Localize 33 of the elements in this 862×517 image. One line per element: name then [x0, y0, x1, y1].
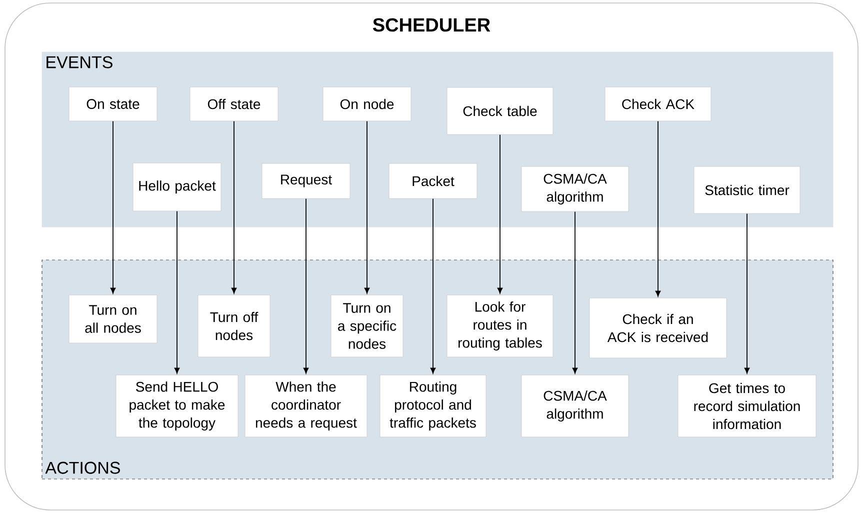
action-box: Check if an ACK is received [589, 298, 727, 358]
arrow [110, 120, 116, 294]
action-box: Look for routes in routing tables [446, 294, 554, 358]
action-box: Turn off nodes [198, 294, 270, 358]
band-label: EVENTS [46, 56, 112, 68]
event-box: Packet [388, 163, 478, 199]
arrow [364, 120, 370, 294]
event-box: Statistic timer [694, 166, 800, 214]
event-box: Check table [446, 87, 554, 135]
action-box: Get times to record simulation information [678, 374, 816, 438]
action-box: Turn on all nodes [68, 294, 158, 344]
event-box: On state [68, 86, 158, 122]
action-box: When the coordinator needs a request [244, 374, 368, 438]
action-box: Send HELLO packet to make the topology [116, 374, 238, 438]
event-box: Check ACK [604, 86, 712, 122]
arrow [497, 134, 503, 294]
band-label: ACTIONS [45, 462, 120, 474]
arrow [744, 213, 750, 374]
arrow [572, 211, 578, 374]
action-box: Routing protocol and traffic packets [380, 374, 486, 438]
panel-title: SCHEDULER [372, 18, 490, 32]
event-box: Request [262, 163, 350, 199]
arrow [174, 210, 180, 374]
event-box: Hello packet [132, 162, 222, 212]
arrow [231, 120, 237, 294]
event-box: Off state [190, 86, 278, 122]
arrow [303, 198, 309, 374]
event-box: CSMA/CA algorithm [521, 166, 629, 212]
arrow [655, 120, 661, 297]
arrow [430, 198, 436, 374]
action-box: Turn on a specific nodes [330, 294, 404, 358]
event-box: On node [322, 86, 412, 122]
action-box: CSMA/CA algorithm [521, 374, 629, 438]
